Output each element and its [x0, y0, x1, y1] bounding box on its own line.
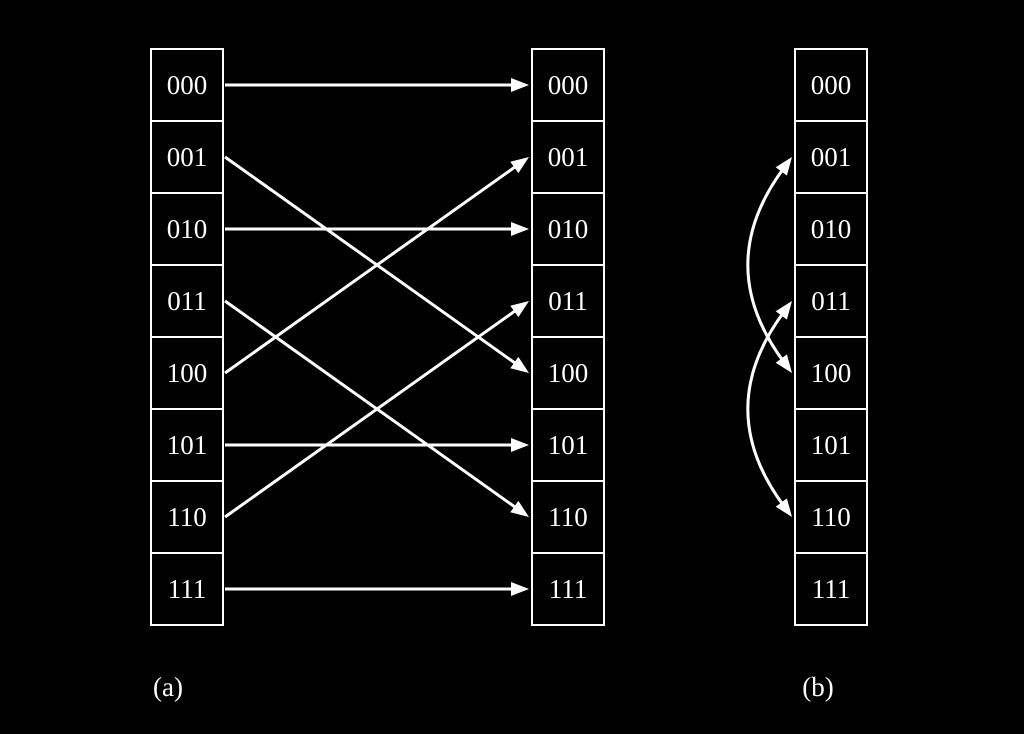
- swap-arrow-001-100-head-bottom: [775, 354, 792, 373]
- cell-label-b-111: 111: [812, 574, 851, 604]
- arrowhead-111-to-111: [511, 582, 529, 596]
- arrowhead-001-to-100: [510, 356, 529, 373]
- cell-label-a-source-011: 011: [167, 286, 207, 316]
- cell-label-a-target-010: 010: [548, 214, 589, 244]
- caption-a: (a): [153, 672, 183, 702]
- cell-label-a-target-111: 111: [549, 574, 588, 604]
- cell-label-b-010: 010: [811, 214, 852, 244]
- cell-a-target-010: [531, 192, 605, 266]
- arrowhead-000-to-000: [511, 78, 529, 92]
- cell-label-a-source-000: 000: [167, 70, 208, 100]
- arrowhead-101-to-101: [511, 438, 529, 452]
- columns-layer: 000 001 010 011 100 101 110 111 000 001 010 011 100 1…: [150, 48, 868, 626]
- cell-label-a-source-101: 101: [167, 430, 208, 460]
- cell-b-100: [794, 336, 868, 410]
- cell-label-b-001: 001: [811, 142, 852, 172]
- cell-label-b-110: 110: [811, 502, 851, 532]
- cell-a-source-111: [150, 552, 224, 626]
- cell-label-b-101: 101: [811, 430, 852, 460]
- cell-b-010: [794, 192, 868, 266]
- edges-layer: [224, 78, 792, 596]
- cell-b-101: [794, 408, 868, 482]
- map-arrow-001-to-100: [224, 155, 519, 367]
- column-b: 000 001 010 011 100 101 110 111: [794, 48, 868, 626]
- cell-label-a-target-101: 101: [548, 430, 589, 460]
- swap-arrow-011-110-head-bottom: [775, 498, 792, 517]
- cell-a-source-101: [150, 408, 224, 482]
- cell-label-a-source-010: 010: [167, 214, 208, 244]
- cell-label-a-target-001: 001: [548, 142, 589, 172]
- arrowhead-011-to-110: [510, 500, 529, 517]
- cell-a-target-101: [531, 408, 605, 482]
- cell-label-a-source-110: 110: [167, 502, 207, 532]
- swap-arrow-001-100-head-top: [775, 157, 792, 176]
- map-arrow-011-to-110: [224, 299, 519, 511]
- swap-arrow-001-100: [746, 167, 785, 363]
- arrowhead-010-to-010: [511, 222, 529, 236]
- cell-label-a-source-001: 001: [167, 142, 208, 172]
- cell-b-001: [794, 120, 868, 194]
- cell-b-000: [794, 48, 868, 122]
- cell-a-target-011: [531, 264, 605, 338]
- cell-a-source-000: [150, 48, 224, 122]
- column-a-target: 000 001 010 011 100 101 110 111: [531, 48, 605, 626]
- cell-label-a-target-100: 100: [548, 358, 589, 388]
- cell-b-110: [794, 480, 868, 554]
- caption-b: (b): [802, 672, 833, 702]
- cell-label-b-011: 011: [811, 286, 851, 316]
- cell-label-a-source-100: 100: [167, 358, 208, 388]
- cell-label-a-target-011: 011: [548, 286, 588, 316]
- cell-a-target-111: [531, 552, 605, 626]
- cell-label-b-100: 100: [811, 358, 852, 388]
- column-a-source: 000 001 010 011 100 101 110 111: [150, 48, 224, 626]
- swap-arrow-011-110: [746, 311, 785, 507]
- arrowhead-110-to-011: [510, 301, 529, 318]
- cell-label-a-source-111: 111: [168, 574, 207, 604]
- cell-a-target-001: [531, 120, 605, 194]
- cell-a-source-011: [150, 264, 224, 338]
- cell-label-a-target-000: 000: [548, 70, 589, 100]
- cell-label-b-000: 000: [811, 70, 852, 100]
- swap-arrow-011-110-head-top: [775, 301, 792, 320]
- arrowhead-100-to-001: [510, 157, 529, 174]
- cell-a-source-001: [150, 120, 224, 194]
- map-arrow-100-to-001: [224, 163, 519, 375]
- cell-label-a-target-110: 110: [548, 502, 588, 532]
- cell-b-011: [794, 264, 868, 338]
- cell-b-111: [794, 552, 868, 626]
- map-arrow-110-to-011: [224, 307, 519, 519]
